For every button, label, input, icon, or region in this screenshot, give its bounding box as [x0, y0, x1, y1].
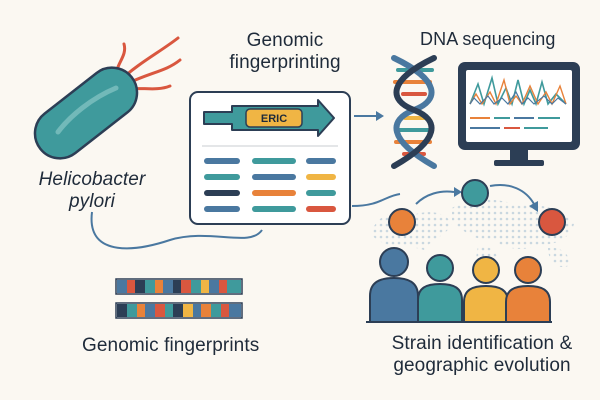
genomic-fingerprinting-label: Genomic fingerprinting: [200, 30, 370, 74]
strain-label-line2: geographic evolution: [393, 354, 571, 376]
eric-box: [245, 108, 303, 128]
people-group-icon: [366, 247, 552, 323]
strain-identification-label: Strain identification & geographic evolu…: [372, 333, 592, 377]
fingerprinting-panel: [189, 91, 351, 225]
monitor-icon: [458, 62, 580, 166]
organism-label-line2: pylori: [68, 190, 115, 212]
strain-label-line1: Strain identification &: [391, 333, 573, 354]
fingerprint-barcode-1: [115, 278, 243, 295]
bacterium-icon: [33, 36, 182, 160]
connector-line: [90, 211, 263, 250]
dna-helix-icon: [391, 55, 437, 169]
band-grid: [204, 158, 336, 212]
eric-label: ERIC: [260, 113, 288, 125]
arrow-to-dna: [354, 111, 384, 121]
fingerprint-barcode-2: [115, 302, 243, 319]
dna-sequencing-label: DNA sequencing: [420, 29, 556, 49]
genomic-fingerprints-label: Genomic fingerprints: [82, 335, 260, 356]
genomic-fingerprinting-line2: fingerprinting: [229, 51, 341, 73]
organism-label-line1: Helicobacter: [38, 169, 146, 190]
organism-label: Helicobacter pylori: [28, 169, 156, 213]
genomic-fingerprinting-line1: Genomic: [246, 30, 324, 51]
connector-to-people: [351, 193, 401, 207]
network-nodes: [388, 179, 566, 236]
